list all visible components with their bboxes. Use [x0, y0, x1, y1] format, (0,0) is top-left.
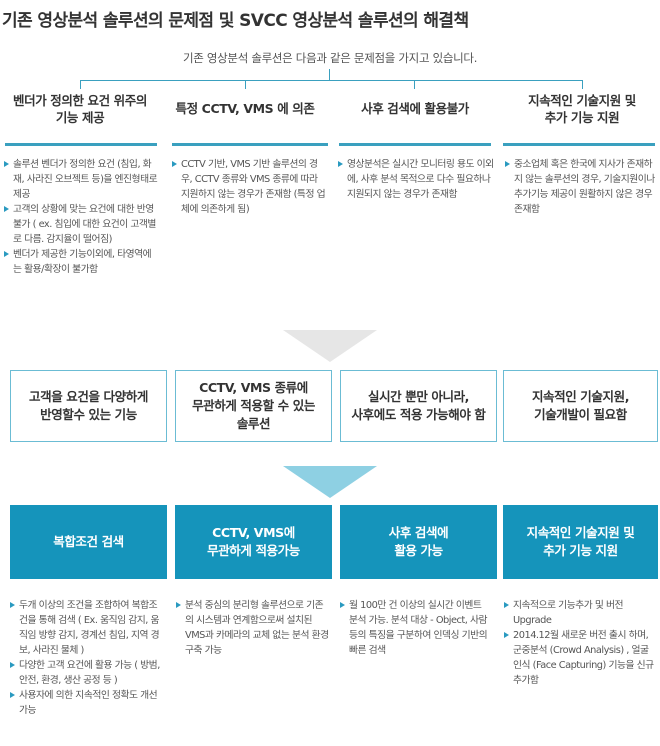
problem-list-1: 솔루션 벤더가 정의한 요건 (침입, 화재, 사라진 오브젝트 등)을 엔진형… — [4, 157, 159, 277]
problem-heading-3: 사후 검색에 활용불가 — [361, 101, 469, 116]
list-item: 2014.12월 새로운 버전 출시 하며, 군중분석 (Crowd Analy… — [504, 628, 656, 688]
solution-list-2: 분석 중심의 분리형 솔루션으로 기존의 시스템과 연계함으로써 설치된 VMS… — [176, 598, 330, 658]
tree-connector-drop-2 — [245, 80, 246, 89]
list-item: 다양한 고객 요건에 활용 가능 ( 방범, 안전, 환경, 생산 공정 등 ) — [10, 658, 162, 688]
down-arrow-blue — [283, 466, 377, 498]
problem-rule-2 — [172, 143, 328, 146]
tree-connector-bar — [80, 80, 582, 81]
problem-rule-3 — [339, 143, 491, 146]
list-item: 두개 이상의 조건을 조합하여 복합조건을 통해 검색 ( Ex. 움직임 감지… — [10, 598, 162, 658]
tree-connector-drop-3 — [414, 80, 415, 89]
solution-box-1: 복합조건 검색 — [10, 505, 167, 579]
list-item: 중소업체 혹은 한국에 지사가 존재하지 않는 솔루션의 경우, 기술지원이나 … — [505, 157, 657, 217]
list-item: CCTV 기반, VMS 기반 솔루션의 경우, CCTV 종류와 VMS 종류… — [172, 157, 327, 217]
list-item: 솔루션 벤더가 정의한 요건 (침입, 화재, 사라진 오브젝트 등)을 엔진형… — [4, 157, 159, 202]
problem-list-2: CCTV 기반, VMS 기반 솔루션의 경우, CCTV 종류와 VMS 종류… — [172, 157, 327, 217]
problem-list-4: 중소업체 혹은 한국에 지사가 존재하지 않는 솔루션의 경우, 기술지원이나 … — [505, 157, 657, 217]
problem-heading-2: 특정 CCTV, VMS 에 의존 — [175, 101, 315, 116]
list-item: 영상분석은 실시간 모니터링 용도 이외에, 사후 분석 목적으로 다수 필요하… — [338, 157, 496, 202]
solution-list-1: 두개 이상의 조건을 조합하여 복합조건을 통해 검색 ( Ex. 움직임 감지… — [10, 598, 162, 718]
tree-connector-drop-4 — [582, 80, 583, 89]
list-item: 벤더가 제공한 기능이외에, 타영역에는 활용/확장이 불가함 — [4, 247, 159, 277]
solution-list-3: 월 100만 건 이상의 실시간 이벤트 분석 가능. 분석 대상 - Obje… — [340, 598, 492, 658]
page-title: 기존 영상분석 솔루션의 문제점 및 SVCC 영상분석 솔루션의 해결책 — [2, 11, 469, 31]
list-item: 고객의 상황에 맞는 요건에 대한 반영 불가 ( ex. 침입에 대한 요건이… — [4, 202, 159, 247]
requirement-box-4: 지속적인 기술지원,기술개발이 필요함 — [503, 370, 658, 442]
tree-connector-drop-1 — [80, 80, 81, 89]
list-item: 분석 중심의 분리형 솔루션으로 기존의 시스템과 연계함으로써 설치된 VMS… — [176, 598, 330, 658]
problem-list-3: 영상분석은 실시간 모니터링 용도 이외에, 사후 분석 목적으로 다수 필요하… — [338, 157, 496, 202]
list-item: 지속적으로 기능추가 및 버전 Upgrade — [504, 598, 656, 628]
list-item: 사용자에 의한 지속적인 정확도 개선 가능 — [10, 688, 162, 718]
tree-connector-trunk — [329, 69, 330, 80]
requirement-box-3: 실시간 뿐만 아니라,사후에도 적용 가능해야 함 — [340, 370, 497, 442]
solution-list-4: 지속적으로 기능추가 및 버전 Upgrade 2014.12월 새로운 버전 … — [504, 598, 656, 688]
problem-rule-4 — [503, 143, 655, 146]
problem-rule-1 — [5, 143, 157, 146]
page-subtitle: 기존 영상분석 솔루션은 다음과 같은 문제점을 가지고 있습니다. — [182, 51, 478, 65]
down-arrow-gray — [283, 330, 377, 362]
list-item: 월 100만 건 이상의 실시간 이벤트 분석 가능. 분석 대상 - Obje… — [340, 598, 492, 658]
